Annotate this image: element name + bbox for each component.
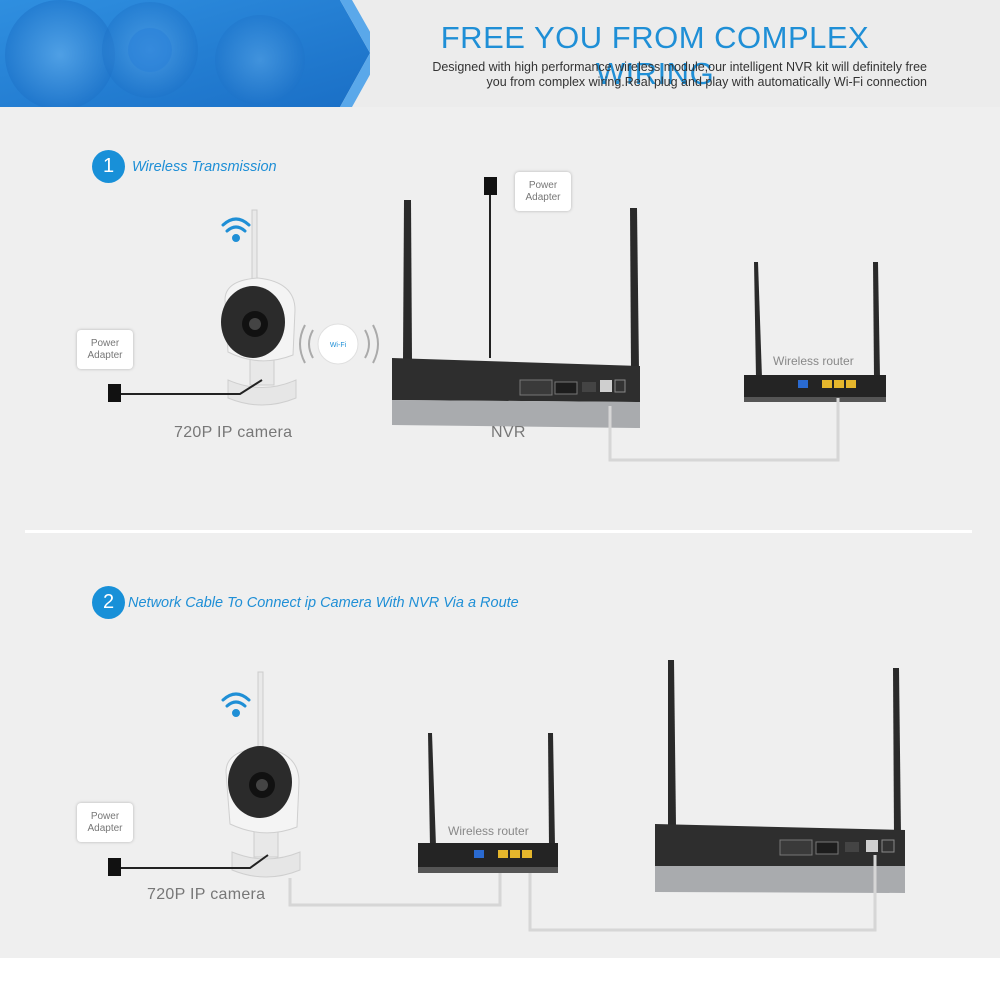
wifi-icon [221,217,251,242]
step-1-title: Wireless Transmission [132,158,277,175]
camera-icon [225,671,301,878]
bottom-margin [0,958,1000,994]
network-cable [528,855,877,932]
camera-label-2: 720P IP camera [147,886,266,903]
step-2-title: Network Cable To Connect ip Camera With … [128,594,519,611]
step-1-number: 1 [92,150,125,183]
wifi-icon [221,692,251,717]
subtitle-line-2: you from complex wiring.Real plug and pl… [486,74,927,89]
step-2-number: 2 [92,586,125,619]
banner-camera-art [0,0,370,107]
power-adapter-label-left: Power Adapter [77,330,133,369]
router-icon [744,262,886,402]
wifi-signal-icon [299,324,379,364]
power-plug-icon [484,177,497,358]
power-plug-icon [108,379,263,402]
power-adapter-label-2: Power Adapter [77,803,133,842]
page-title: FREE YOU FROM COMPLEX WIRING [440,20,870,91]
header-banner: FREE YOU FROM COMPLEX WIRING Designed wi… [0,0,1000,107]
section-divider [25,530,972,533]
router-label-2: Wireless router [448,824,529,838]
nvr-icon [392,200,640,428]
network-cable [608,398,840,462]
step-1-heading: 1 Wireless Transmission [92,150,277,183]
power-adapter-label-top: Power Adapter [515,172,571,211]
router-icon [418,733,558,873]
nvr-label: NVR [491,424,526,441]
page-subtitle: Designed with high performance wireless … [360,60,927,89]
network-cable [288,873,502,907]
camera-label: 720P IP camera [174,424,293,441]
nvr-icon [655,660,905,893]
camera-icon [221,209,297,406]
router-label: Wireless router [773,354,854,368]
subtitle-line-1: Designed with high performance wireless … [432,60,927,74]
power-plug-icon [108,854,269,876]
wifi-badge [317,323,359,365]
step-2-heading: 2 Network Cable To Connect ip Camera Wit… [92,586,519,619]
wifi-badge-label: Wi-Fi [330,342,347,349]
